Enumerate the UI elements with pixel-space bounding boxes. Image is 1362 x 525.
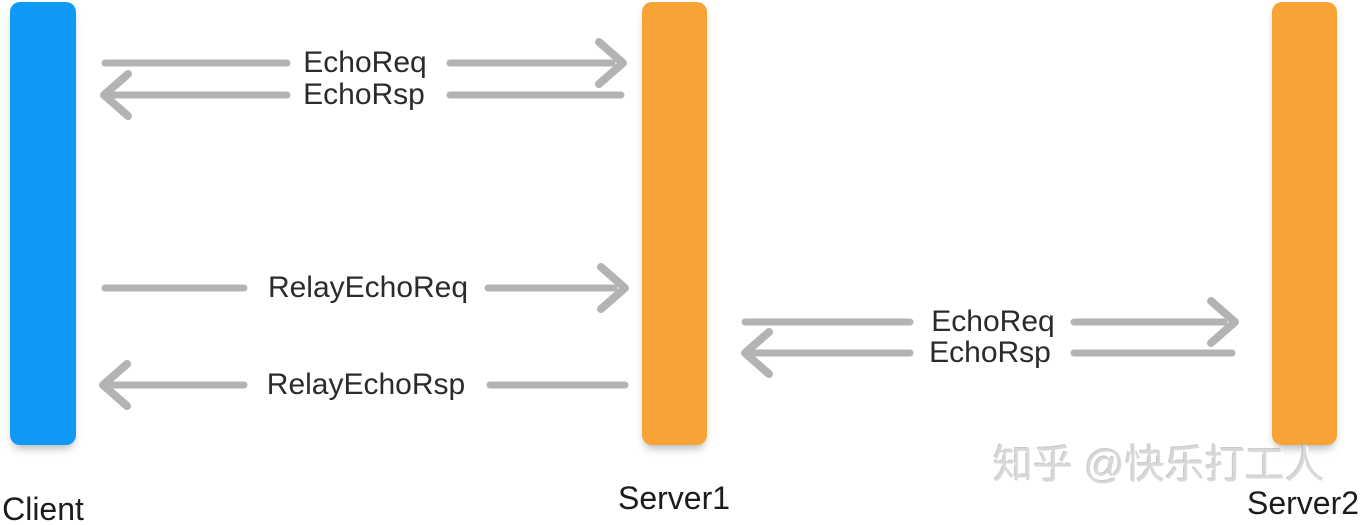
message-label-relayechoreq: RelayEchoReq (267, 271, 469, 304)
message-label-echoreq-client-server1: EchoReq (303, 46, 427, 79)
actor-label-client: Client (2, 491, 84, 525)
message-arrow-4 (741, 328, 1236, 378)
actor-label-server2: Server2 (1246, 485, 1360, 521)
message-label-echorsp-server1-client: EchoRsp (303, 78, 425, 111)
lifeline-server2 (1272, 2, 1337, 445)
lifeline-server1 (642, 2, 707, 445)
arrow-head-left (100, 70, 132, 120)
message-arrow-0 (101, 38, 627, 88)
lifeline-client (10, 2, 76, 445)
message-arrow-3 (741, 297, 1239, 347)
watermark: 知乎 @快乐打工人 (993, 443, 1325, 487)
arrow-head-right (1207, 297, 1239, 347)
message-arrow-2 (101, 263, 629, 313)
message-label-echorsp-server2-server1: EchoRsp (929, 336, 1051, 369)
arrow-head-left (741, 328, 773, 378)
message-arrow-5 (99, 360, 629, 410)
arrow-head-right (595, 38, 627, 88)
message-arrow-1 (100, 70, 625, 120)
message-label-relayechorsp: RelayEchoRsp (266, 368, 466, 401)
actor-label-server1: Server1 (617, 480, 731, 516)
arrow-head-left (99, 360, 131, 410)
arrow-head-right (597, 263, 629, 313)
message-label-echoreq-server1-server2: EchoReq (931, 305, 1055, 338)
